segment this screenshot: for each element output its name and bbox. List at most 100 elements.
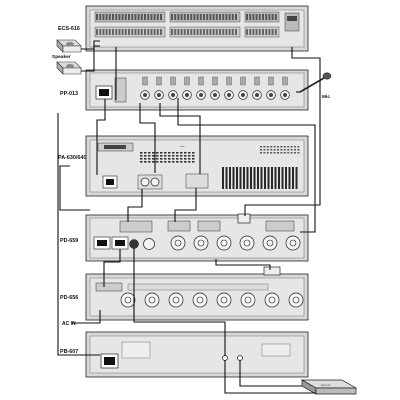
power-outlet <box>192 292 208 308</box>
terminal-pin <box>99 14 102 20</box>
terminal-pin <box>144 29 146 35</box>
rear-vent <box>290 152 293 154</box>
terminal-pin <box>108 29 111 35</box>
xlr-jack-center <box>269 93 273 97</box>
vent-slot <box>152 161 155 163</box>
heatsink-fin <box>232 167 235 189</box>
pa-630-640-unit: tavts <box>85 135 309 197</box>
power-outlet <box>239 235 255 251</box>
xlr-jack-center <box>171 93 175 97</box>
vent-slot <box>156 161 159 163</box>
vent-slot <box>140 155 143 157</box>
terminal-pin <box>131 29 134 35</box>
xlr-jack-center <box>199 93 203 97</box>
power-outlet <box>170 235 186 251</box>
terminal-pin <box>206 14 209 20</box>
pd-656-unit <box>85 266 309 321</box>
heatsink-fin <box>253 167 256 189</box>
terminal-pin <box>108 14 111 20</box>
terminal-pin <box>265 29 268 35</box>
vent-slot <box>184 161 187 163</box>
vent-slot <box>180 155 183 157</box>
power-outlet <box>168 292 184 308</box>
terminal-pin <box>271 14 274 20</box>
vent-slot <box>164 152 167 154</box>
pa-rear-vents <box>260 146 300 154</box>
terminal-pin <box>274 14 277 20</box>
terminal-pin <box>96 14 98 20</box>
power-outlet <box>193 235 209 251</box>
terminal-pin <box>196 29 199 35</box>
pd-656-outlets <box>120 292 304 308</box>
pd-659-unit <box>85 213 309 262</box>
vent-slot <box>180 161 183 163</box>
vent-slot <box>156 158 159 160</box>
rear-vent <box>287 149 290 151</box>
terminal-pin <box>209 29 212 35</box>
wire-ac-in <box>72 310 101 324</box>
rear-vent <box>280 152 283 154</box>
terminal-pin <box>193 29 196 35</box>
rear-vent <box>277 152 279 154</box>
terminal-pin <box>258 29 261 35</box>
xlr-jack-center <box>283 93 287 97</box>
vent-slot <box>168 155 171 157</box>
terminal-pin <box>190 29 193 35</box>
wire-pp-ac <box>96 99 106 175</box>
rear-vent <box>263 146 266 148</box>
terminal-pin <box>212 29 215 35</box>
xlr-jack-center <box>157 93 161 97</box>
vent-slot <box>164 161 167 163</box>
vent-slot <box>184 152 187 154</box>
terminal-pin <box>190 14 193 20</box>
terminal-pin <box>271 29 274 35</box>
vent-slot <box>180 152 183 154</box>
wire-pa-pd659 <box>127 189 143 222</box>
rear-vent <box>273 149 276 151</box>
terminal-pin <box>144 14 146 20</box>
terminal-pin <box>160 14 162 20</box>
rear-vent <box>266 152 269 154</box>
wire-left-long <box>57 113 100 356</box>
pb-607-unit <box>85 331 309 378</box>
terminal-pin <box>268 14 271 20</box>
xlr-jack-center <box>227 93 231 97</box>
rear-vent <box>263 149 266 151</box>
terminal-pin <box>249 29 252 35</box>
terminal-pin <box>112 14 114 20</box>
terminal-pin <box>252 29 255 35</box>
terminal-pin <box>153 29 156 35</box>
terminal-pin <box>222 29 225 35</box>
terminal-pin <box>246 14 248 20</box>
heatsink-fin <box>225 167 228 189</box>
heatsink-fin <box>236 167 238 189</box>
terminal-pin <box>112 29 114 35</box>
vent-slot <box>184 158 187 160</box>
terminal-pin <box>105 14 108 20</box>
speaker-icon <box>56 39 82 75</box>
terminal-pin <box>156 29 159 35</box>
terminal-pin <box>171 29 173 35</box>
rca-pair <box>184 76 190 86</box>
terminal-pin <box>215 29 218 35</box>
ac-in-label: AC IN <box>62 321 76 327</box>
pp-input-jacks <box>140 76 290 100</box>
terminal-pin <box>228 14 231 20</box>
heatsink-fin <box>278 167 280 189</box>
rear-vent <box>283 149 286 151</box>
terminal-pin <box>150 29 153 35</box>
rear-vent <box>290 146 293 148</box>
wire-pd659-power-a <box>103 249 121 287</box>
terminal-pin <box>231 14 234 20</box>
terminal-pin <box>222 14 225 20</box>
terminal-pin <box>183 29 186 35</box>
heatsink-fin <box>285 167 287 189</box>
outlet-socket <box>220 296 228 304</box>
terminal-pin <box>156 14 159 20</box>
label-ecs-616: ECS-616 <box>58 26 80 32</box>
terminal-pin <box>134 29 137 35</box>
wire-ecs-rear-down <box>244 47 321 216</box>
heatsink-fin <box>264 167 266 189</box>
vent-slot <box>164 155 167 157</box>
terminal-pin <box>255 29 258 35</box>
